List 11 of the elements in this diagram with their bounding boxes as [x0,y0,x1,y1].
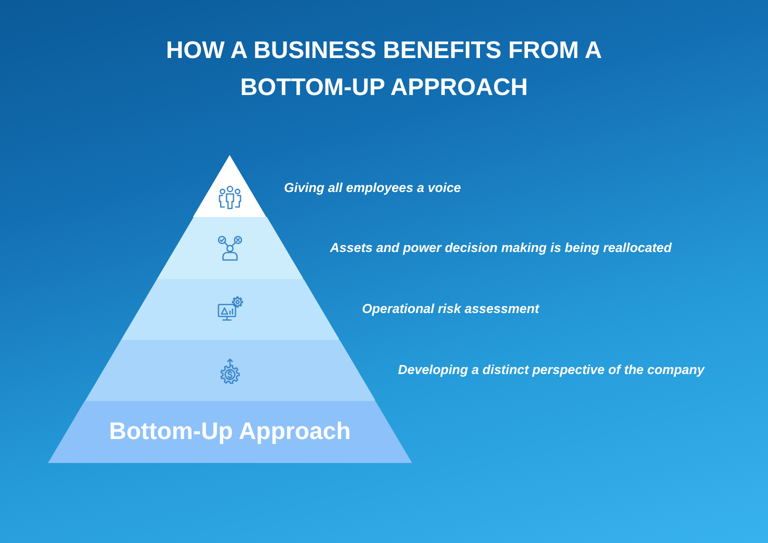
pyramid-tier [84,340,376,401]
pyramid-tier [156,217,304,279]
pyramid-base [48,401,412,463]
benefit-caption: Developing a distinct perspective of the company [398,361,704,378]
benefit-caption: Operational risk assessment [362,300,540,317]
tier-label: Bottom-Up Approach [108,418,351,446]
title: HOW A BUSINESS BENEFITS FROM A BOTTOM-UP APPROACH [164,36,603,103]
benefit-caption: Assets and power decision making is being reallocated [330,239,672,256]
pyramid-tier [120,279,340,340]
pyramid-apex [193,155,267,217]
benefit-caption: Giving all employees a voice [284,179,462,196]
